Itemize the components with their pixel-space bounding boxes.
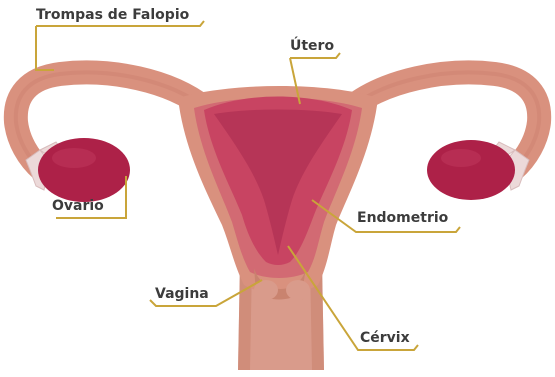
label-vagina: Vagina	[155, 286, 209, 302]
label-endometrium: Endometrio	[357, 210, 448, 226]
label-cervix: Cérvix	[360, 330, 410, 346]
label-uterus: Útero	[290, 38, 334, 54]
label-ovary: Ovario	[52, 198, 104, 214]
left-ovary-highlight	[52, 148, 96, 168]
cervix-right-lobe	[286, 280, 310, 300]
right-ovary	[427, 140, 515, 200]
left-ovary	[38, 138, 130, 202]
label-fallopian-tubes: Trompas de Falopio	[36, 7, 189, 23]
right-ovary-highlight	[441, 149, 481, 167]
